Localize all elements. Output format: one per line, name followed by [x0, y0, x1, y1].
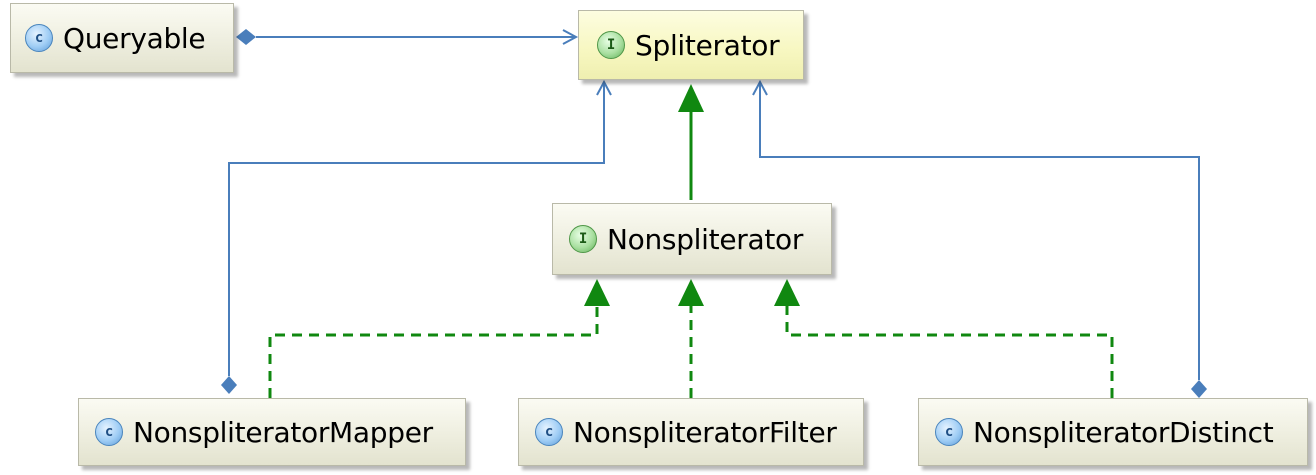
class-node-nonspliterator-distinct[interactable]: c NonspliteratorDistinct — [918, 398, 1308, 466]
association-distinct-spliterator — [752, 79, 1200, 380]
interface-name: Nonspliterator — [607, 222, 804, 256]
realization-distinct-nonspliterator — [774, 279, 1114, 398]
class-icon: c — [535, 418, 563, 446]
class-icon: c — [935, 418, 963, 446]
interface-icon: I — [569, 225, 597, 253]
composition-diamond-queryable — [236, 29, 256, 45]
interface-node-nonspliterator[interactable]: I Nonspliterator — [552, 203, 832, 275]
generalization-nonspliterator-spliterator — [678, 84, 704, 200]
class-name: Queryable — [63, 21, 206, 55]
realization-mapper-nonspliterator — [268, 279, 610, 398]
class-node-nonspliterator-mapper[interactable]: c NonspliteratorMapper — [78, 398, 466, 466]
class-icon: c — [95, 418, 123, 446]
realization-filter-nonspliterator — [678, 279, 704, 398]
class-name: NonspliteratorMapper — [133, 415, 433, 449]
class-node-nonspliterator-filter[interactable]: c NonspliteratorFilter — [518, 398, 864, 466]
class-name: NonspliteratorDistinct — [973, 415, 1274, 449]
composition-diamond-mapper — [221, 376, 237, 394]
interface-node-spliterator[interactable]: I Spliterator — [578, 10, 804, 80]
class-name: NonspliteratorFilter — [573, 415, 837, 449]
composition-diamond-distinct — [1191, 380, 1207, 398]
interface-icon: I — [597, 31, 625, 59]
class-node-queryable[interactable]: c Queryable — [10, 3, 234, 73]
association-queryable-spliterator — [256, 29, 579, 45]
class-icon: c — [25, 24, 53, 52]
interface-name: Spliterator — [635, 28, 780, 62]
association-mapper-spliterator — [228, 79, 612, 376]
